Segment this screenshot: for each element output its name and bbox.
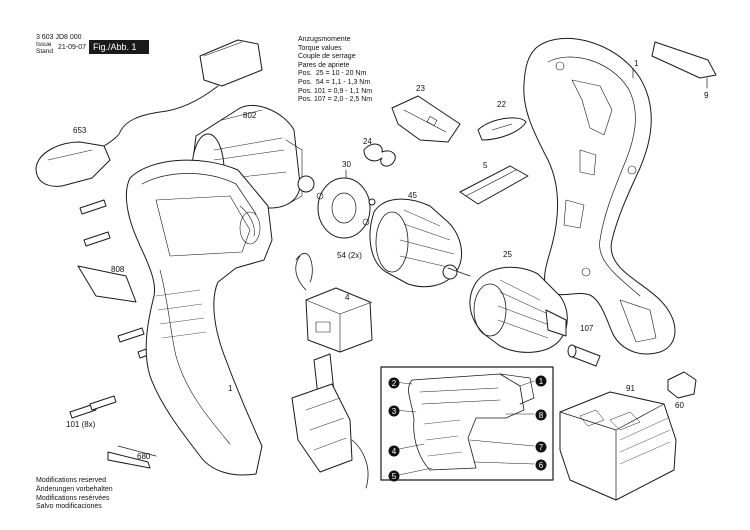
torque-row: Pos. 54 = 1,1 - 1,3 Nm [298, 79, 372, 88]
inset-callout-5: 5 [388, 470, 400, 482]
inset-callout-3: 3 [388, 405, 400, 417]
part-label-4: 4 [345, 293, 350, 302]
part-label-5: 5 [483, 161, 488, 170]
label-strip-part [651, 41, 717, 79]
torque-pos: Pos. 54 [298, 78, 324, 86]
torque-row: Pos. 101 = 0,9 - 1,1 Nm [298, 88, 372, 97]
footer-line-de: Änderungen vorbehalten [36, 485, 113, 493]
inset-callout-2: 2 [388, 377, 400, 389]
svg-text:1: 1 [539, 377, 544, 386]
part-label-107: 107 [580, 324, 594, 333]
issue-date: 21-09-07 [58, 44, 87, 51]
torque-value: = 0,9 - 1,1 Nm [327, 87, 373, 95]
svg-text:4: 4 [392, 447, 397, 456]
part-label-680: 680 [137, 452, 151, 461]
footer-notes: Modifications reserved Änderungen vorbeh… [36, 477, 113, 512]
part-label-30: 30 [342, 160, 351, 169]
torque-pos: Pos. 25 [298, 70, 324, 78]
svg-text:2: 2 [392, 379, 397, 388]
inset-callout-1: 1 [535, 375, 547, 387]
part-label-23: 23 [416, 84, 425, 93]
part-label-24: 24 [363, 137, 372, 146]
gearbox-part [369, 198, 471, 288]
svg-text:6: 6 [539, 461, 544, 470]
housing-left-half [125, 159, 273, 476]
torque-title-de: Anzugsmomente [298, 36, 351, 43]
torque-pos: Pos. 101 [298, 87, 326, 95]
torque-pos: Pos. 107 [298, 96, 326, 104]
switch-slide-part [391, 95, 461, 143]
part-label-91: 91 [626, 384, 635, 393]
footer-line-es: Salvo modificaciones [36, 503, 102, 511]
part-label-54: 54 (2x) [337, 251, 362, 260]
bits-part [107, 445, 157, 469]
chuck-part [469, 266, 568, 353]
footer-line-fr: Modifications resérvées [36, 494, 110, 502]
gear-plate-part [316, 177, 371, 239]
part-label-1-right: 1 [634, 59, 639, 68]
label-808-part [77, 265, 137, 303]
part-label-9: 9 [704, 91, 709, 100]
housing-right-half [523, 37, 676, 355]
part-labels: 1 9 653 802 23 22 24 30 5 45 54 (2x) 808… [66, 59, 709, 461]
part-label-22: 22 [497, 100, 506, 109]
inset-callout-4: 4 [388, 445, 400, 457]
torque-values-block: Anzugsmomente Torque values Couple de se… [298, 36, 372, 105]
charger-part [35, 39, 263, 187]
part-label-802: 802 [243, 111, 257, 120]
part-label-60: 60 [675, 401, 684, 410]
footer-line-en: Modifications reserved [36, 477, 107, 484]
torque-row: Pos. 107 = 2,0 - 2,5 Nm [298, 96, 372, 105]
chuck-screw-part [567, 344, 601, 367]
inset-callouts: 1 2 3 4 5 6 7 8 [388, 375, 547, 482]
svg-text:8: 8 [539, 411, 544, 420]
part-label-653: 653 [73, 126, 87, 135]
torque-value: = 1,1 - 1,3 Nm [325, 78, 371, 86]
part-label-808: 808 [111, 265, 125, 274]
torque-title-fr: Couple de serrage [298, 53, 356, 61]
svg-text:7: 7 [539, 443, 544, 452]
part-number: 3 603 JD8 000 [36, 34, 82, 41]
battery-part [559, 391, 677, 501]
belt-clip-part [667, 371, 697, 399]
torque-value: = 2,0 - 2,5 Nm [327, 96, 373, 104]
part-label-101: 101 (8x) [66, 420, 96, 429]
part-label-25: 25 [503, 250, 512, 259]
svg-text:3: 3 [392, 407, 397, 416]
issue-label: Issue [36, 41, 52, 48]
torque-title-es: Pares de apriete [298, 61, 350, 69]
switch-part [291, 252, 373, 489]
torque-title-en: Torque values [298, 44, 342, 52]
stand-label: Stand [36, 48, 53, 55]
inset-callout-6: 6 [535, 459, 547, 471]
inset-callout-8: 8 [535, 409, 547, 421]
slide-switch-part [459, 165, 529, 205]
part-label-1-left: 1 [228, 384, 233, 393]
figure-label: Fig./Abb. 1 [89, 40, 149, 54]
inset-diagram [380, 366, 554, 481]
torque-value: = 10 - 20 Nm [325, 70, 367, 78]
torque-row: Pos. 25 = 10 - 20 Nm [298, 70, 372, 79]
inset-callout-7: 7 [535, 441, 547, 453]
svg-text:5: 5 [392, 472, 397, 481]
direction-button-part [477, 117, 527, 141]
part-label-45: 45 [408, 191, 417, 200]
spring-clip-part [363, 143, 396, 167]
